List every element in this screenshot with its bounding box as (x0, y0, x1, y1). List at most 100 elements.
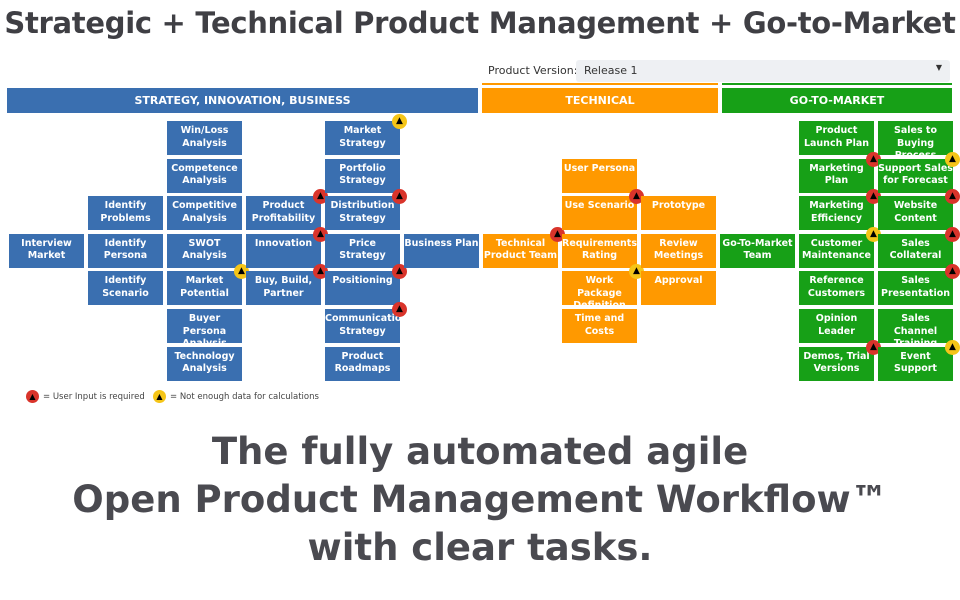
tile-buyer-persona-analysis[interactable]: Buyer Persona Analysis (167, 309, 242, 349)
tagline-line-3: with clear tasks. (307, 526, 653, 569)
tile-label: Competence Analysis (171, 162, 238, 187)
warning-yellow-icon: ▲ (866, 226, 881, 242)
tile-label: Website Content (893, 200, 938, 224)
tagline: The fully automated agile Open Product M… (0, 428, 960, 572)
tile-demos-trial-versions[interactable]: Demos, Trial Versions▲ (799, 339, 881, 381)
tile-support-sales-for-forecast[interactable]: Support Sales for Forecast▲ (878, 151, 960, 193)
page-title: Strategic + Technical Product Management… (4, 6, 956, 40)
tile-market-potential[interactable]: Market Potential▲ (167, 264, 249, 306)
tile-label: Review Meetings (653, 237, 704, 262)
tile-product-profitability[interactable]: Product Profitability▲ (246, 189, 328, 231)
tile-identify-scenario[interactable]: Identify Scenario (88, 271, 163, 306)
warning-red-icon: ▲ (945, 226, 960, 242)
warning-red-icon: ▲ (866, 151, 881, 167)
tile-label: User Persona (563, 162, 636, 174)
tile-customer-maintenance[interactable]: Customer Maintenance▲ (799, 226, 881, 268)
tile-label: Reference Customers (807, 275, 866, 299)
warning-red-icon: ▲ (945, 189, 960, 205)
tile-label: Product Roadmaps (334, 350, 391, 375)
tile-label: Time and Costs (574, 313, 625, 337)
tile-marketing-efficiency[interactable]: Marketing Efficiency▲ (799, 189, 881, 231)
tile-requirements-rating[interactable]: Requirements Rating (562, 233, 638, 268)
tile-technical-product-team[interactable]: Technical Product Team▲ (483, 226, 565, 268)
tile-reference-customers[interactable]: Reference Customers (799, 271, 874, 306)
tile-user-persona[interactable]: User Persona (562, 158, 637, 193)
tile-sales-presentation[interactable]: Sales Presentation▲ (878, 264, 960, 306)
tile-opinion-leader[interactable]: Opinion Leader (799, 309, 874, 343)
warning-red-icon: ▲ (313, 226, 328, 242)
tile-approval[interactable]: Approval (641, 271, 716, 306)
tile-marketing-plan[interactable]: Marketing Plan▲ (799, 151, 881, 193)
tile-label: Market Strategy (339, 125, 386, 149)
tile-label: Competitive Analysis (172, 200, 237, 224)
tile-review-meetings[interactable]: Review Meetings (641, 233, 716, 268)
tile-label: Sales to Buying Process (894, 125, 937, 161)
tile-business-plan[interactable]: Business Plan (404, 233, 479, 268)
warning-red-icon: ▲ (392, 264, 407, 280)
tile-distribution-strategy[interactable]: Distribution Strategy▲ (325, 189, 407, 231)
tile-event-support[interactable]: Event Support▲ (878, 339, 960, 381)
tile-label: Opinion Leader (815, 313, 858, 337)
warning-yellow-icon: ▲ (153, 390, 166, 403)
tile-technology-analysis[interactable]: Technology Analysis (167, 346, 242, 381)
tile-label: Support Sales for Forecast (878, 162, 953, 187)
tile-innovation[interactable]: Innovation▲ (246, 226, 328, 268)
tile-label: Innovation (254, 237, 313, 249)
tile-label: Approval (654, 275, 703, 287)
tile-sales-collateral[interactable]: Sales Collateral▲ (878, 226, 960, 268)
tile-label: Technology Analysis (174, 350, 235, 375)
tile-label: Price Strategy (339, 237, 386, 262)
warning-red-icon: ▲ (945, 264, 960, 280)
tile-sales-channel-training[interactable]: Sales Channel Training (878, 309, 953, 349)
tile-website-content[interactable]: Website Content ▲ (878, 189, 960, 231)
tile-time-and-costs[interactable]: Time and Costs (562, 309, 637, 343)
tile-portfolio-strategy[interactable]: Portfolio Strategy (325, 158, 400, 193)
tile-price-strategy[interactable]: Price Strategy (325, 233, 400, 268)
warning-red-icon: ▲ (866, 189, 881, 205)
tile-label: Marketing Plan (809, 162, 864, 187)
tile-label: Demos, Trial Versions (803, 350, 870, 375)
tile-label: Event Support (894, 350, 937, 375)
tile-product-roadmaps[interactable]: Product Roadmaps (325, 346, 400, 381)
product-version-value: Release 1 (584, 64, 638, 77)
gtm-divider (722, 83, 952, 85)
warning-yellow-icon: ▲ (629, 264, 644, 280)
tile-sales-to-buying-process[interactable]: Sales to Buying Process (878, 121, 953, 161)
product-version-select[interactable]: Release 1 ▼ (576, 60, 950, 82)
tile-label: Buyer Persona Analysis (182, 313, 227, 349)
tile-buy-build-partner[interactable]: Buy, Build, Partner▲ (246, 264, 328, 306)
tile-label: Identify Scenario (102, 275, 149, 299)
tile-label: Buy, Build, Partner (254, 275, 313, 299)
tile-label: Positioning (332, 275, 393, 287)
warning-red-icon: ▲ (392, 302, 407, 317)
tile-product-launch-plan[interactable]: Product Launch Plan (799, 121, 874, 155)
tile-go-to-market-team[interactable]: Go-To-Market Team (720, 233, 795, 268)
tile-swot-analysis[interactable]: SWOT Analysis (167, 233, 242, 268)
legend-red-text: = User Input is required (43, 391, 145, 402)
tile-competence-analysis[interactable]: Competence Analysis (167, 158, 242, 193)
tile-communication-strategy[interactable]: Communication Strategy▲ (325, 302, 408, 343)
legend-red: ▲ = User Input is required (26, 390, 145, 403)
tile-interview-market[interactable]: Interview Market (9, 233, 84, 268)
warning-red-icon: ▲ (866, 339, 881, 355)
tile-label: Sales Presentation (881, 275, 950, 299)
tile-use-scenario[interactable]: Use Scenario▲ (562, 189, 644, 231)
warning-red-icon: ▲ (26, 390, 39, 403)
tile-label: Portfolio Strategy (339, 162, 386, 187)
tile-prototype[interactable]: Prototype (641, 196, 716, 231)
tile-label: Go-To-Market Team (722, 237, 793, 262)
tile-positioning[interactable]: Positioning▲ (325, 264, 407, 306)
tile-competitive-analysis[interactable]: Competitive Analysis (167, 196, 242, 231)
tagline-line-1: The fully automated agile (211, 430, 749, 473)
tile-identify-persona[interactable]: Identify Persona (88, 233, 163, 268)
tile-work-package-definition[interactable]: Work Package Definition▲ (562, 264, 644, 311)
tile-win-loss-analysis[interactable]: Win/Loss Analysis (167, 121, 242, 155)
tile-market-strategy[interactable]: Market Strategy▲ (325, 114, 407, 155)
tile-label: Requirements Rating (562, 237, 638, 262)
tile-label: Identify Persona (103, 237, 148, 262)
tile-identify-problems[interactable]: Identify Problems (88, 196, 163, 231)
tile-label: Customer Maintenance (802, 237, 871, 262)
tile-label: Marketing Efficiency (809, 200, 864, 224)
tile-label: Product Launch Plan (803, 125, 870, 149)
tile-label: Work Package Definition (573, 275, 626, 312)
